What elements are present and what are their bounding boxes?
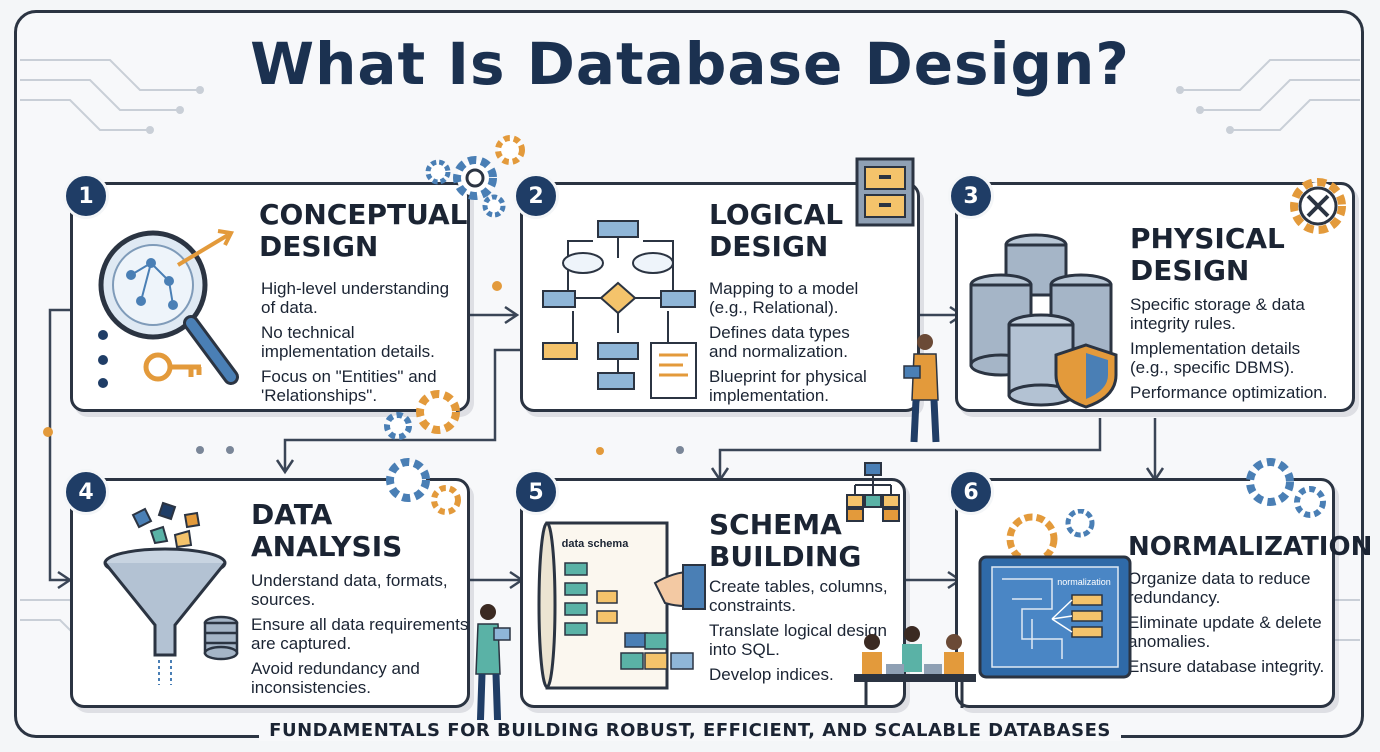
hierarchy-icon	[846, 462, 900, 522]
gear-tools-icon	[1290, 178, 1346, 234]
bullet: Develop indices.	[709, 665, 834, 684]
bullet: No technical implementation details.	[261, 323, 435, 361]
gear-cluster-icon	[425, 135, 525, 218]
step-bullets: Understand data, formats, sources. Ensur…	[251, 571, 473, 703]
gear-icon	[384, 390, 460, 440]
person-with-tablet-icon	[475, 604, 511, 735]
gear-icon	[1246, 458, 1326, 518]
bullet: Translate logical design into SQL.	[709, 621, 887, 659]
bullet: Organize data to reduce redundancy.	[1128, 569, 1311, 607]
step-title: SCHEMA BUILDING	[709, 508, 862, 573]
step-bullets: Organize data to reduce redundancy. Elim…	[1128, 569, 1336, 682]
step-card-physical-design: 3 PHYSICAL DESIGN Specific storage & dat…	[948, 173, 1355, 412]
step-card-conceptual-design: 1 CONCEPTUAL DESIGN High-level understan…	[63, 173, 471, 412]
bullet: Eliminate update & delete anomalies.	[1128, 613, 1322, 651]
bullet: High-level understanding of data.	[261, 279, 450, 317]
step-card-schema-building: 5 SCHEMA BUILDING Create tables, columns…	[513, 462, 907, 708]
schema-label: data schema	[562, 538, 630, 550]
gear-icon	[386, 458, 461, 515]
bullet: Performance optimization.	[1130, 383, 1328, 402]
step-card-data-analysis: 4 DATA ANALYSIS Understand data, formats…	[63, 469, 473, 708]
schema-scroll-icon: data schema	[537, 521, 707, 690]
bullet: Implementation details (e.g., specific D…	[1130, 339, 1301, 377]
file-cabinet-icon	[855, 157, 915, 227]
bullet: Ensure all data requirements are capture…	[251, 615, 469, 653]
step-bullets: Specific storage & data integrity rules.…	[1130, 295, 1348, 408]
step-title: LOGICAL DESIGN	[709, 198, 844, 263]
step-title: CONCEPTUAL DESIGN	[259, 198, 468, 263]
step-number-badge: 2	[513, 173, 559, 219]
bullet: Mapping to a model (e.g., Relational).	[709, 279, 859, 317]
flowchart-icon	[542, 220, 697, 399]
footer-text: FUNDAMENTALS FOR BUILDING ROBUST, EFFICI…	[259, 720, 1121, 741]
bullet: Focus on "Entities" and 'Relationships".	[261, 367, 437, 405]
bullet: Ensure database integrity.	[1128, 657, 1325, 676]
funnel-icon	[103, 501, 239, 685]
step-title: PHYSICAL DESIGN	[1130, 222, 1285, 287]
bullet: Specific storage & data integrity rules.	[1130, 295, 1305, 333]
blueprint-label: normalization	[1057, 577, 1111, 587]
step-bullets: Mapping to a model (e.g., Relational). D…	[709, 279, 919, 411]
step-title: NORMALIZATION	[1128, 532, 1373, 562]
bullet: Understand data, formats, sources.	[251, 571, 448, 609]
bullet: Create tables, columns, constraints.	[709, 577, 888, 615]
blueprint-icon: normalization	[978, 509, 1132, 679]
step-number-badge: 6	[948, 469, 994, 515]
bullet: Defines data types and normalization.	[709, 323, 850, 361]
database-shield-icon	[969, 233, 1118, 409]
step-card-normalization: 6 NORMALIZATION Organize data to reduce …	[948, 469, 1372, 708]
magnifier-key-icon	[98, 229, 239, 388]
step-number-badge: 4	[63, 469, 109, 515]
footer-tagline: FUNDAMENTALS FOR BUILDING ROBUST, EFFICI…	[0, 720, 1380, 741]
person-with-tablet-icon	[903, 334, 940, 443]
step-bullets: High-level understanding of data. No tec…	[261, 279, 471, 411]
step-bullets: Create tables, columns, constraints. Tra…	[709, 577, 907, 690]
team-at-table-icon	[854, 626, 976, 708]
step-number-badge: 1	[63, 173, 109, 219]
step-number-badge: 5	[513, 469, 559, 515]
step-number-badge: 3	[948, 173, 994, 219]
step-card-logical-design: 2 LOGICAL DESIGN Mapping to a model (e.g…	[513, 157, 920, 412]
bullet: Blueprint for physical implementation.	[709, 367, 867, 405]
bullet: Avoid redundancy and inconsistencies.	[251, 659, 420, 697]
step-title: DATA ANALYSIS	[251, 498, 403, 563]
page-title: What Is Database Design?	[250, 30, 1130, 98]
